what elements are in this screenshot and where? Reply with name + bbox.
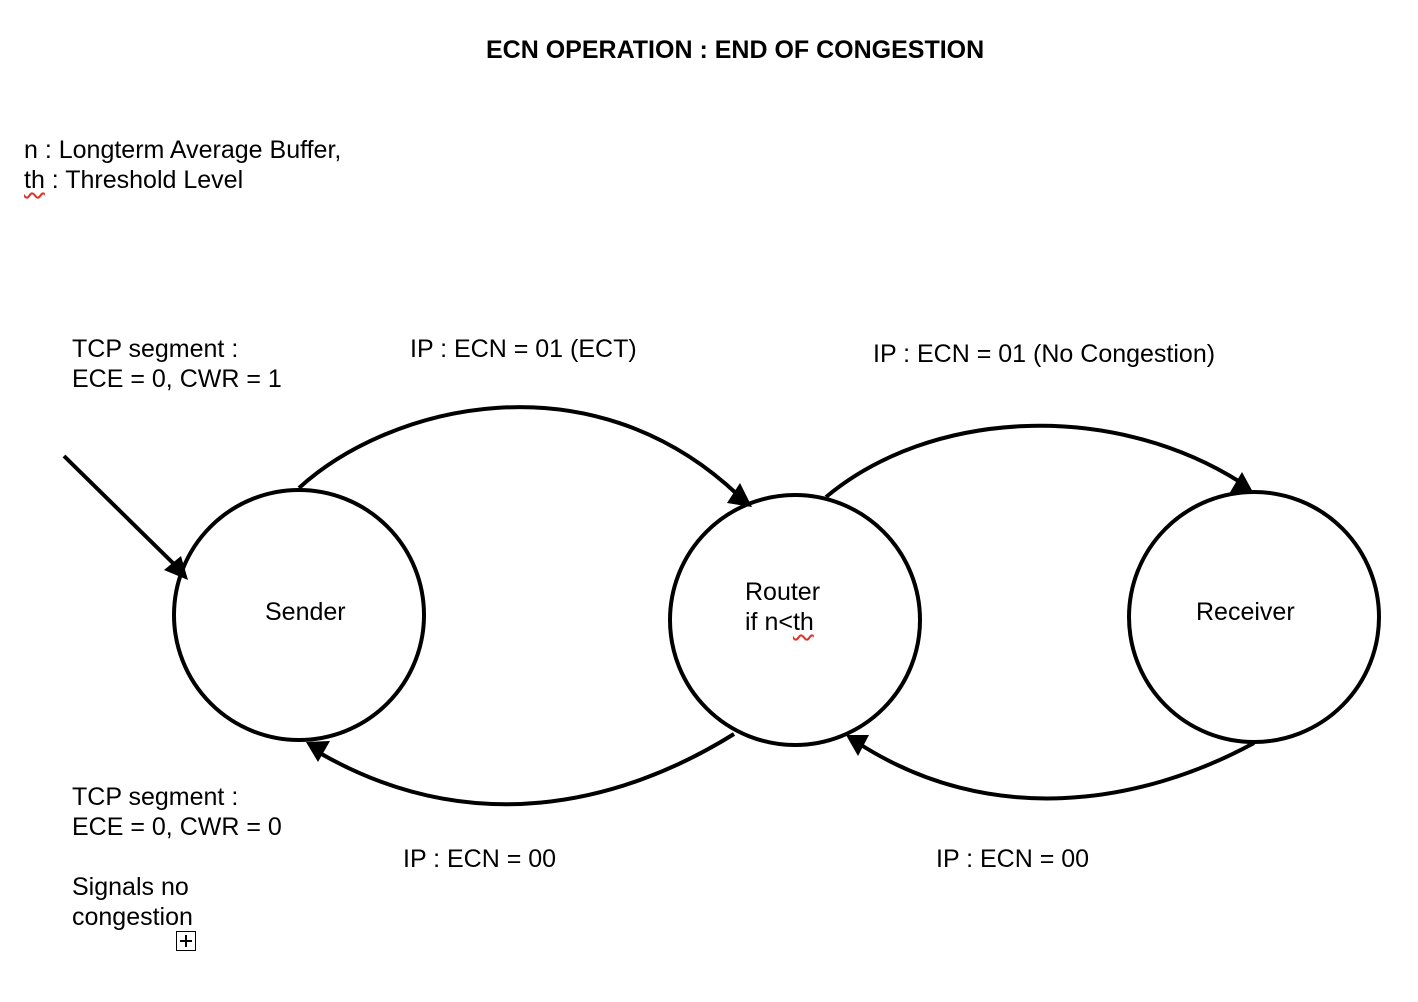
router-node [668, 493, 922, 747]
router-label-line-2: if n<th [745, 607, 814, 637]
diagram-title: ECN OPERATION : END OF CONGESTION [486, 36, 985, 64]
legend-term-th: th [24, 166, 45, 194]
edge-label-router-to-sender: IP : ECN = 00 [403, 845, 557, 873]
outgoing-note-line-4: congestion [72, 903, 193, 931]
outgoing-note-line-3: Signals no [72, 873, 189, 901]
receiver-label: Receiver [1196, 598, 1295, 626]
legend-line-2: th : Threshold Level [24, 165, 243, 195]
incoming-note-line-1: TCP segment : [72, 335, 239, 363]
edge-label-receiver-to-router: IP : ECN = 00 [936, 845, 1090, 873]
arrowhead-router-bottom [846, 735, 869, 756]
outgoing-note-line-2: ECE = 0, CWR = 0 [72, 813, 282, 841]
edge-label-router-to-receiver: IP : ECN = 01 (No Congestion) [873, 340, 1216, 368]
incoming-note-line-2: ECE = 0, CWR = 1 [72, 365, 282, 393]
edge-router-to-receiver [824, 423, 1242, 499]
legend-line-1: n : Longterm Average Buffer, [24, 136, 342, 164]
outgoing-note-line-1: TCP segment : [72, 783, 239, 811]
edge-incoming-to-sender [62, 454, 180, 570]
arrowhead-sender-bottom [306, 741, 330, 762]
edge-receiver-to-router [856, 741, 1255, 801]
edge-router-to-sender [316, 732, 736, 807]
legend-term-desc: : Threshold Level [44, 166, 244, 194]
router-label-line-1: Router [745, 578, 821, 606]
router-condition-prefix: if n< [745, 608, 793, 636]
edge-sender-to-router [297, 405, 740, 497]
expand-text-icon[interactable] [176, 931, 196, 951]
arrowhead-router-top-left [727, 483, 752, 507]
receiver-node [1127, 490, 1381, 744]
router-condition-term: th [792, 608, 814, 636]
sender-node [172, 488, 426, 742]
arrowhead-sender-incoming [164, 556, 188, 580]
edge-label-sender-to-router: IP : ECN = 01 (ECT) [410, 335, 637, 363]
arrowhead-receiver-top [1229, 472, 1254, 494]
sender-label: Sender [265, 598, 346, 626]
